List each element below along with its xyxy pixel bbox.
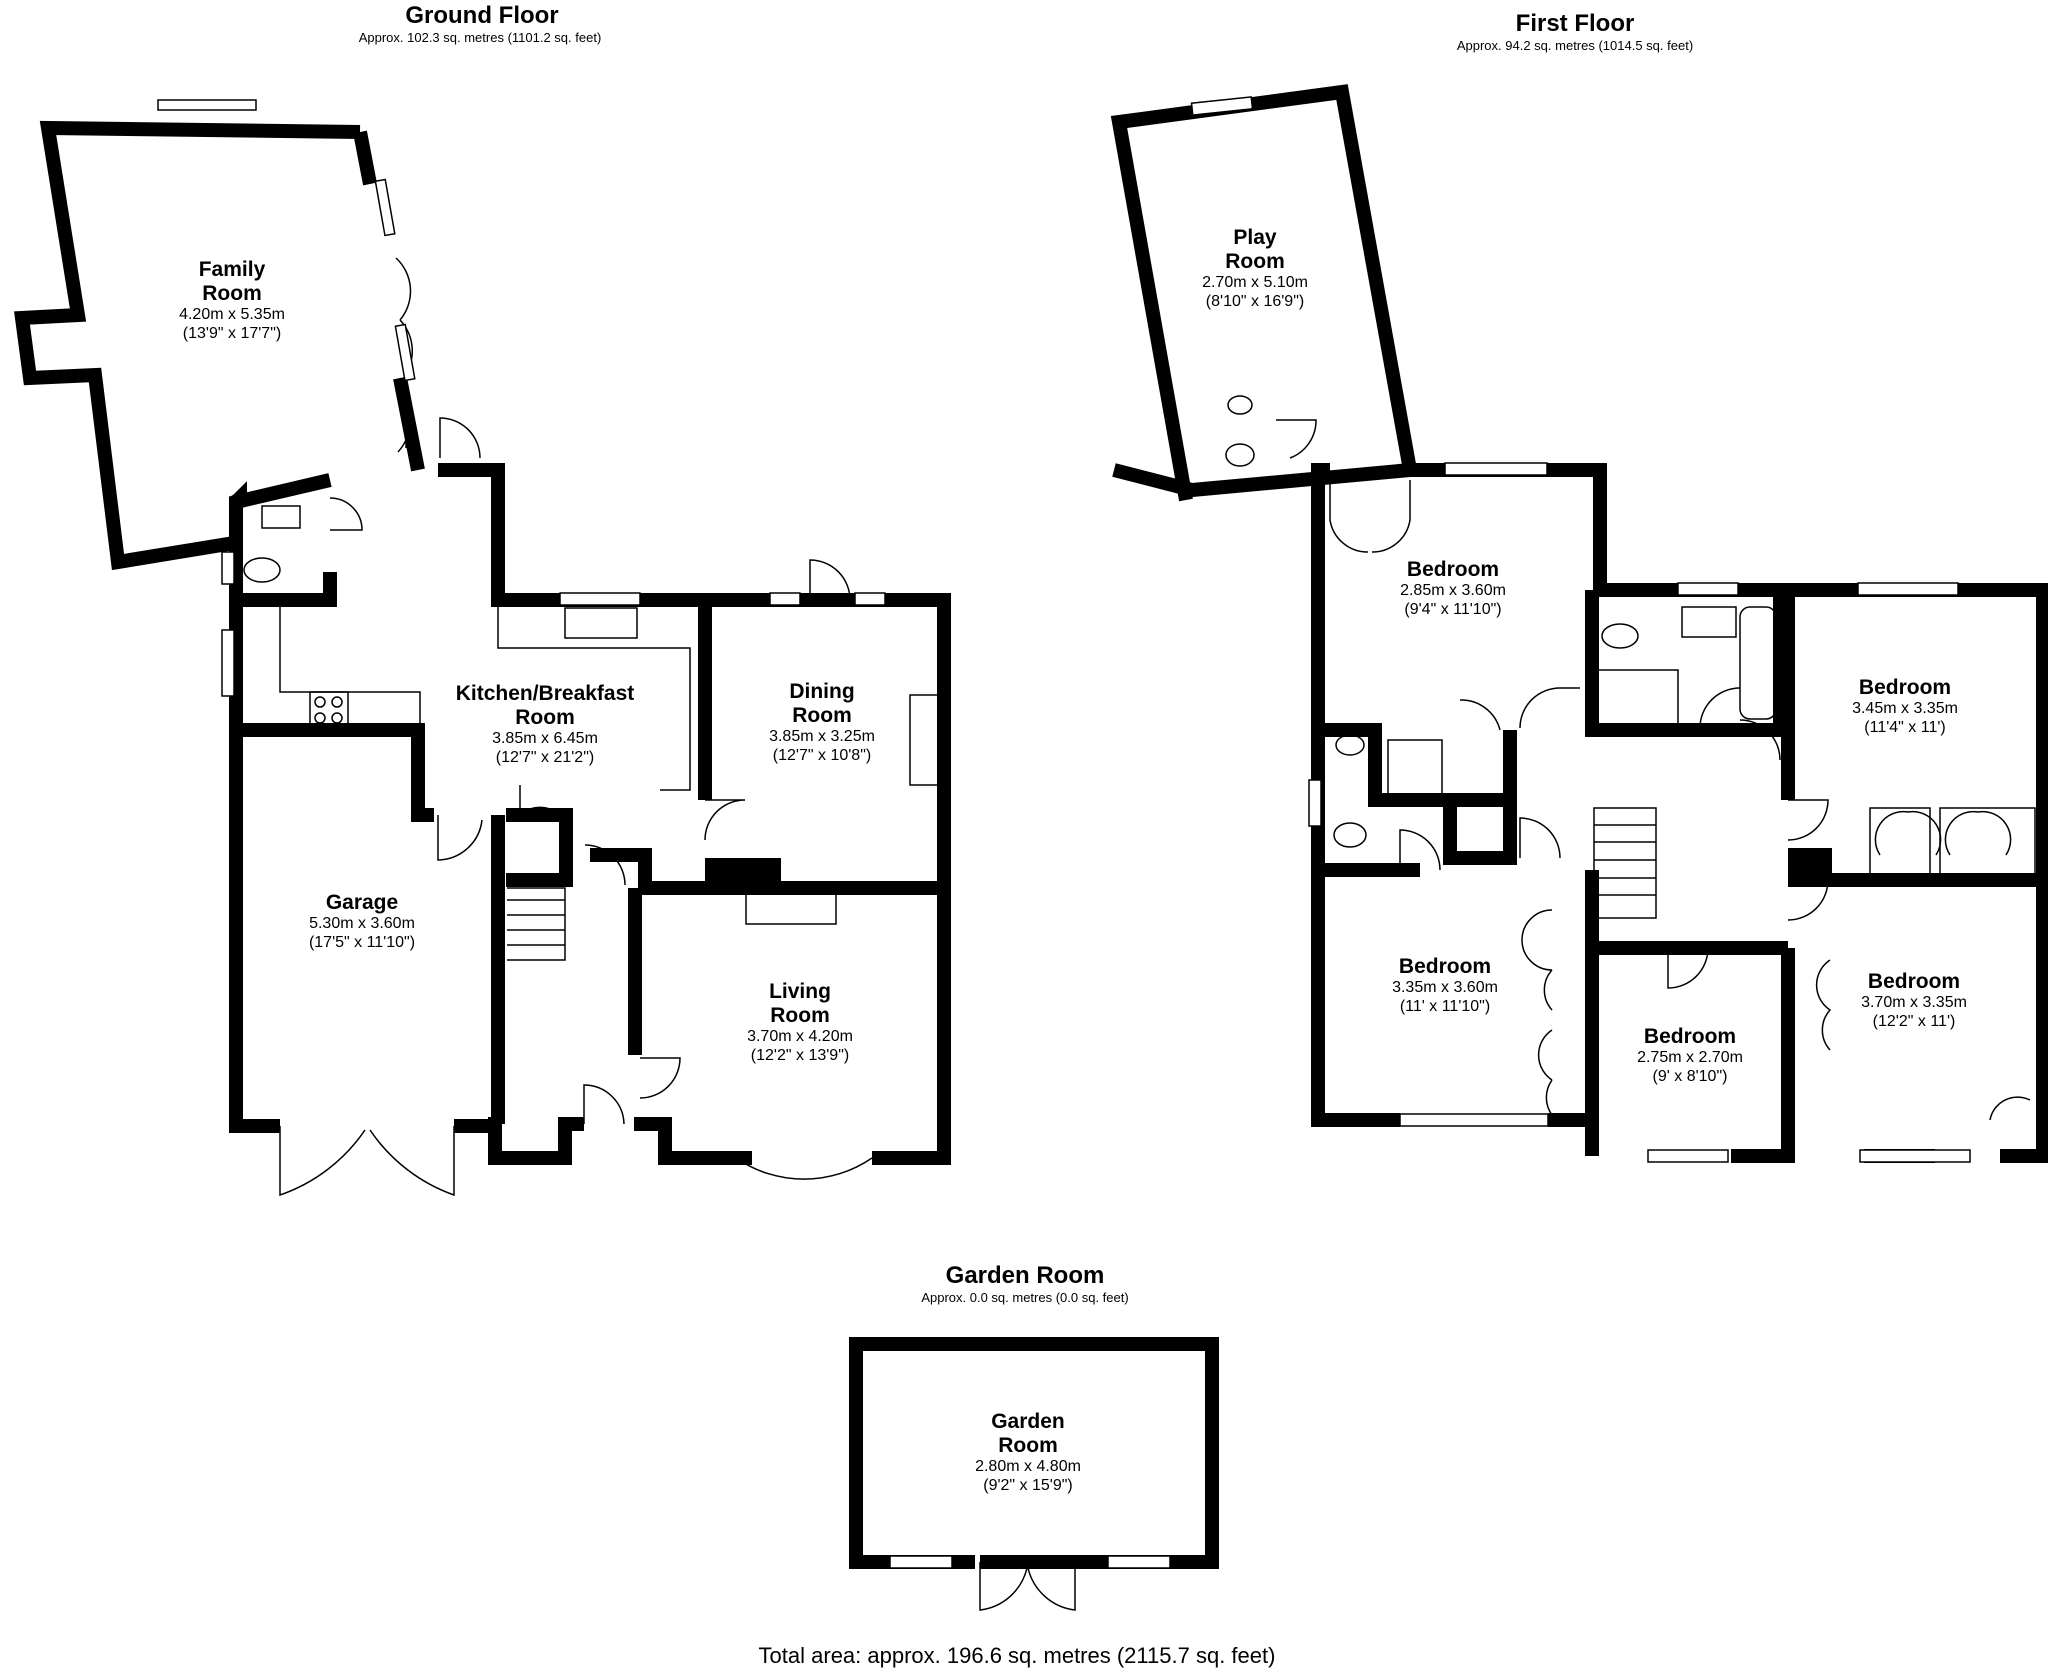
room-label-garden: Garden Room 2.80m x 4.80m (9'2" x 15'9")	[975, 1410, 1081, 1495]
room-dimension-imperial: (8'10" x 16'9")	[1205, 292, 1305, 310]
ground-floor-walls	[14, 120, 951, 1165]
chimney-breast	[705, 858, 781, 888]
kitchen-south-wall	[590, 848, 705, 895]
room-dimension-metric: 3.85m x 3.25m	[769, 728, 875, 746]
room-name: Family	[198, 258, 266, 281]
room-dimension-imperial: (9' x 8'10")	[1652, 1067, 1728, 1085]
first-floor-title: First Floor	[1515, 10, 1635, 37]
bath-wall	[1585, 590, 1787, 737]
first-floor-doors	[1276, 419, 2031, 1121]
room-label-bedroom-se: Bedroom 3.70m x 3.35m (12'2" x 11')	[1861, 970, 1967, 1031]
first-floor-windows	[1190, 96, 1971, 1163]
cupboard-wall	[506, 808, 573, 887]
first-floor-area: Approx. 94.2 sq. metres (1014.5 sq. feet…	[1456, 38, 1694, 53]
ground-doors	[279, 257, 873, 1197]
room-dimension-imperial: (9'4" x 11'10")	[1404, 600, 1502, 618]
room-name: Room	[202, 282, 262, 306]
room-name: Bedroom	[1398, 955, 1492, 978]
room-name: Dining	[789, 680, 855, 703]
room-dimension-metric: 4.20m x 5.35m	[179, 306, 285, 324]
room-name: Living	[769, 980, 831, 1003]
living-south-wall	[634, 1117, 752, 1165]
ground-floor-title: Ground Floor	[405, 2, 559, 29]
room-name: Room	[770, 1004, 830, 1028]
first-floor-south-left	[1548, 1113, 1599, 1156]
garage-kitchen-wall	[236, 723, 434, 822]
room-label-bedroom-nw: Bedroom 2.85m x 3.60m (9'4" x 11'10")	[1400, 558, 1506, 619]
room-dimension-metric: 3.35m x 3.60m	[1392, 979, 1498, 997]
room-dimension-metric: 3.70m x 4.20m	[747, 1028, 853, 1046]
ensuite-wall	[1318, 723, 1517, 807]
first-floor-fixtures	[1225, 395, 2036, 881]
garden-windows	[889, 1555, 1171, 1569]
hall-south-wall	[488, 1117, 584, 1165]
kitchen-north-wall	[438, 463, 951, 1165]
room-label-family: Family Room 4.20m x 5.35m (13'9" x 17'7"…	[179, 258, 285, 343]
family-room-east-wall	[353, 130, 377, 186]
room-dimension-imperial: (13'9" x 17'7")	[182, 324, 282, 342]
garage-west-wall	[229, 600, 280, 1133]
play-room-wall	[1110, 84, 1419, 502]
room-name: Room	[792, 704, 852, 728]
ground-stairs	[507, 887, 566, 961]
family-room-wall	[14, 120, 361, 571]
room-name: Play	[1233, 226, 1277, 249]
room-dimension-imperial: (11' x 11'10")	[1399, 997, 1491, 1015]
room-label-living: Living Room 3.70m x 4.20m (12'2" x 13'9"…	[747, 980, 853, 1065]
room-label-play: Play Room 2.70m x 5.10m (8'10" x 16'9")	[1202, 226, 1308, 311]
room-name: Garage	[325, 891, 399, 914]
room-name: Bedroom	[1858, 676, 1952, 699]
first-floor-outer	[1410, 463, 2048, 1163]
room-dimension-metric: 3.85m x 6.45m	[492, 730, 598, 748]
room-label-kitchen: Kitchen/Breakfast Room 3.85m x 6.45m (12…	[456, 682, 635, 767]
room-name: Garden	[991, 1410, 1065, 1433]
room-dimension-imperial: (12'2" x 11')	[1872, 1012, 1956, 1030]
room-dimension-metric: 2.80m x 4.80m	[975, 1458, 1081, 1476]
garden-room-area: Approx. 0.0 sq. metres (0.0 sq. feet)	[921, 1290, 1129, 1305]
room-name: Room	[1225, 250, 1285, 274]
room-label-bedroom-mid: Bedroom 2.75m x 2.70m (9' x 8'10")	[1637, 1025, 1743, 1086]
garden-room-wall	[849, 1337, 1219, 1569]
first-stairs	[1593, 807, 1657, 919]
room-label-dining: Dining Room 3.85m x 3.25m (12'7" x 10'8"…	[769, 680, 875, 765]
room-dimension-imperial: (12'2" x 13'9")	[750, 1046, 850, 1064]
kitchen-counters	[250, 599, 691, 791]
wc-fixtures	[243, 505, 301, 583]
first-floor-chimney	[1788, 848, 1832, 884]
total-area: Total area: approx. 196.6 sq. metres (21…	[758, 1643, 1276, 1668]
room-name: Room	[515, 706, 575, 730]
room-label-bedroom-sw: Bedroom 3.35m x 3.60m (11' x 11'10")	[1392, 955, 1498, 1016]
garden-room-title: Garden Room	[945, 1262, 1105, 1289]
room-dimension-imperial: (11'4" x 11')	[1864, 718, 1946, 736]
ground-floor-area: Approx. 102.3 sq. metres (1101.2 sq. fee…	[358, 30, 602, 45]
garden-room-walls	[849, 1337, 1219, 1569]
room-name: Bedroom	[1406, 558, 1500, 581]
living-fireplace	[745, 889, 837, 925]
room-name: Bedroom	[1867, 970, 1961, 993]
room-dimension-metric: 3.45m x 3.35m	[1852, 700, 1958, 718]
room-dimension-metric: 2.85m x 3.60m	[1400, 582, 1506, 600]
ground-windows	[157, 99, 886, 697]
wc-outline	[229, 473, 337, 607]
room-dimension-imperial: (12'7" x 21'2")	[495, 748, 595, 766]
room-dimension-imperial: (17'5" x 11'10")	[308, 933, 416, 951]
room-label-bedroom-ne: Bedroom 3.45m x 3.35m (11'4" x 11')	[1852, 676, 1958, 737]
room-dimension-imperial: (12'7" x 10'8")	[772, 746, 872, 764]
dining-dresser	[909, 694, 943, 786]
room-dimension-metric: 5.30m x 3.60m	[309, 915, 415, 933]
garden-doors	[979, 1562, 1076, 1611]
cupboard-wall-first	[1443, 800, 1517, 865]
room-name: Room	[998, 1434, 1058, 1458]
first-floor-walls	[1110, 84, 2048, 1163]
room-dimension-metric: 2.70m x 5.10m	[1202, 274, 1308, 292]
room-dimension-metric: 3.70m x 3.35m	[1861, 994, 1967, 1012]
room-dimension-metric: 2.75m x 2.70m	[1637, 1049, 1743, 1067]
room-label-garage: Garage 5.30m x 3.60m (17'5" x 11'10")	[309, 891, 415, 952]
room-name: Bedroom	[1643, 1025, 1737, 1048]
room-dimension-imperial: (9'2" x 15'9")	[983, 1476, 1073, 1494]
room-name: Kitchen/Breakfast	[455, 682, 635, 705]
family-room-east-wall-2	[393, 376, 425, 472]
